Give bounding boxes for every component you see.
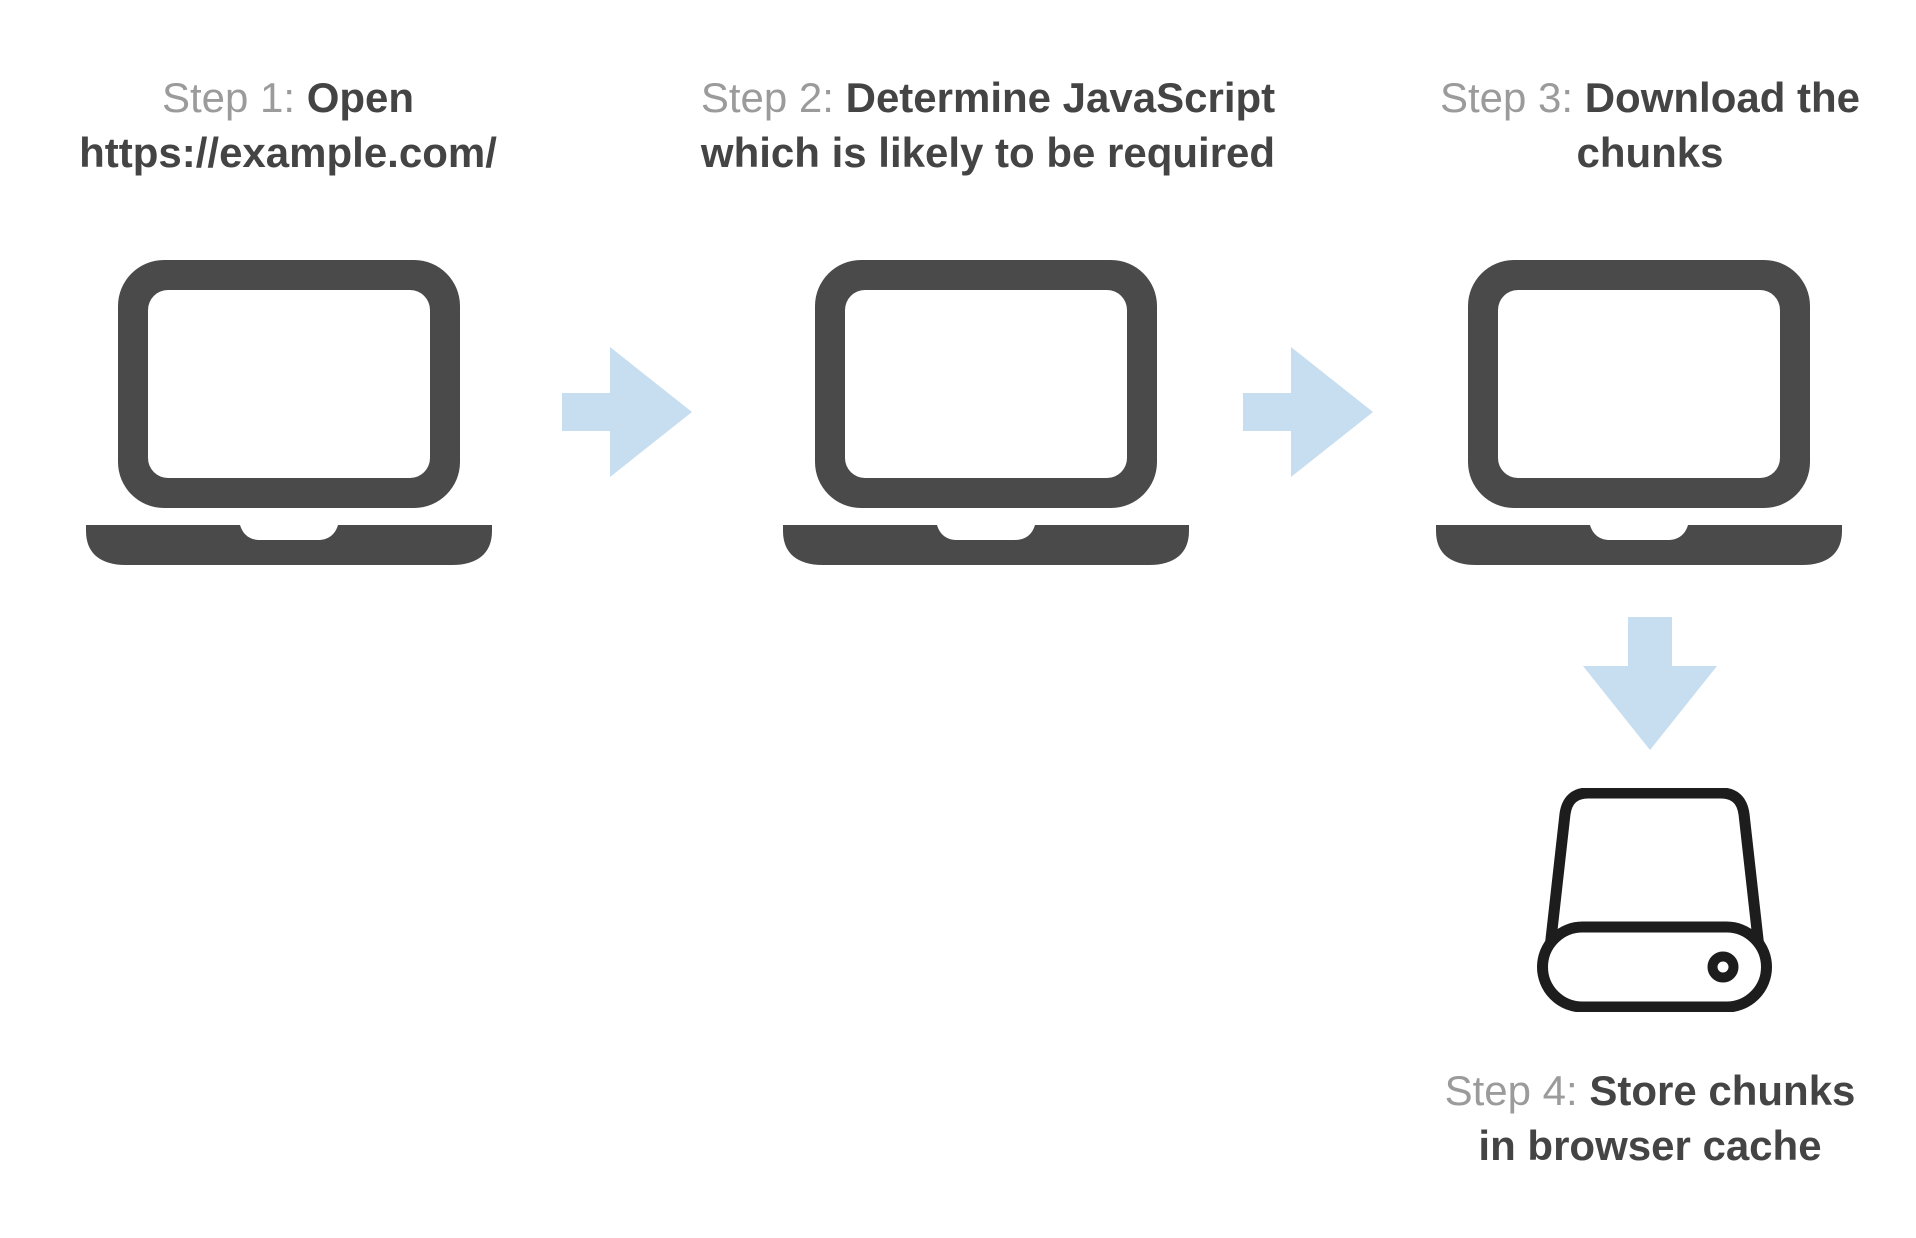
step-3-prefix: Step 3: bbox=[1439, 74, 1574, 121]
step-1-caption: Step 1: Open https://example.com/ bbox=[8, 70, 568, 180]
step-1-line-2: https://example.com/ bbox=[79, 129, 497, 176]
right-arrow-icon bbox=[1243, 347, 1373, 477]
step-3-title: Download the bbox=[1584, 74, 1861, 121]
step-4-line-2: in browser cache bbox=[1478, 1122, 1822, 1169]
down-arrow-icon bbox=[1583, 617, 1717, 750]
step-2-line-2: which is likely to be required bbox=[700, 129, 1276, 176]
laptop-icon bbox=[781, 260, 1191, 570]
step-1-title: Open bbox=[306, 74, 415, 121]
step-1-line-1: Step 1: Open bbox=[8, 70, 568, 125]
step-4-caption: Step 4: Store chunks in browser cache bbox=[1370, 1063, 1916, 1173]
step-4-prefix: Step 4: bbox=[1444, 1067, 1578, 1114]
laptop-icon bbox=[1434, 260, 1844, 570]
step-4-line-1: Step 4: Store chunks bbox=[1370, 1063, 1916, 1118]
hard-drive-icon bbox=[1537, 788, 1772, 1012]
step-1-prefix: Step 1: bbox=[161, 74, 296, 121]
step-2-caption: Step 2: Determine JavaScript which is li… bbox=[648, 70, 1328, 180]
step-2-prefix: Step 2: bbox=[700, 74, 834, 121]
step-3-line-2: chunks bbox=[1576, 129, 1724, 176]
step-3-caption: Step 3: Download the chunks bbox=[1370, 70, 1916, 180]
step-2-line-1: Step 2: Determine JavaScript bbox=[648, 70, 1328, 125]
right-arrow-icon bbox=[562, 347, 692, 477]
step-3-line-1: Step 3: Download the bbox=[1370, 70, 1916, 125]
step-2-title: Determine JavaScript bbox=[845, 74, 1276, 121]
step-4-title: Store chunks bbox=[1589, 1067, 1856, 1114]
laptop-icon bbox=[84, 260, 494, 570]
